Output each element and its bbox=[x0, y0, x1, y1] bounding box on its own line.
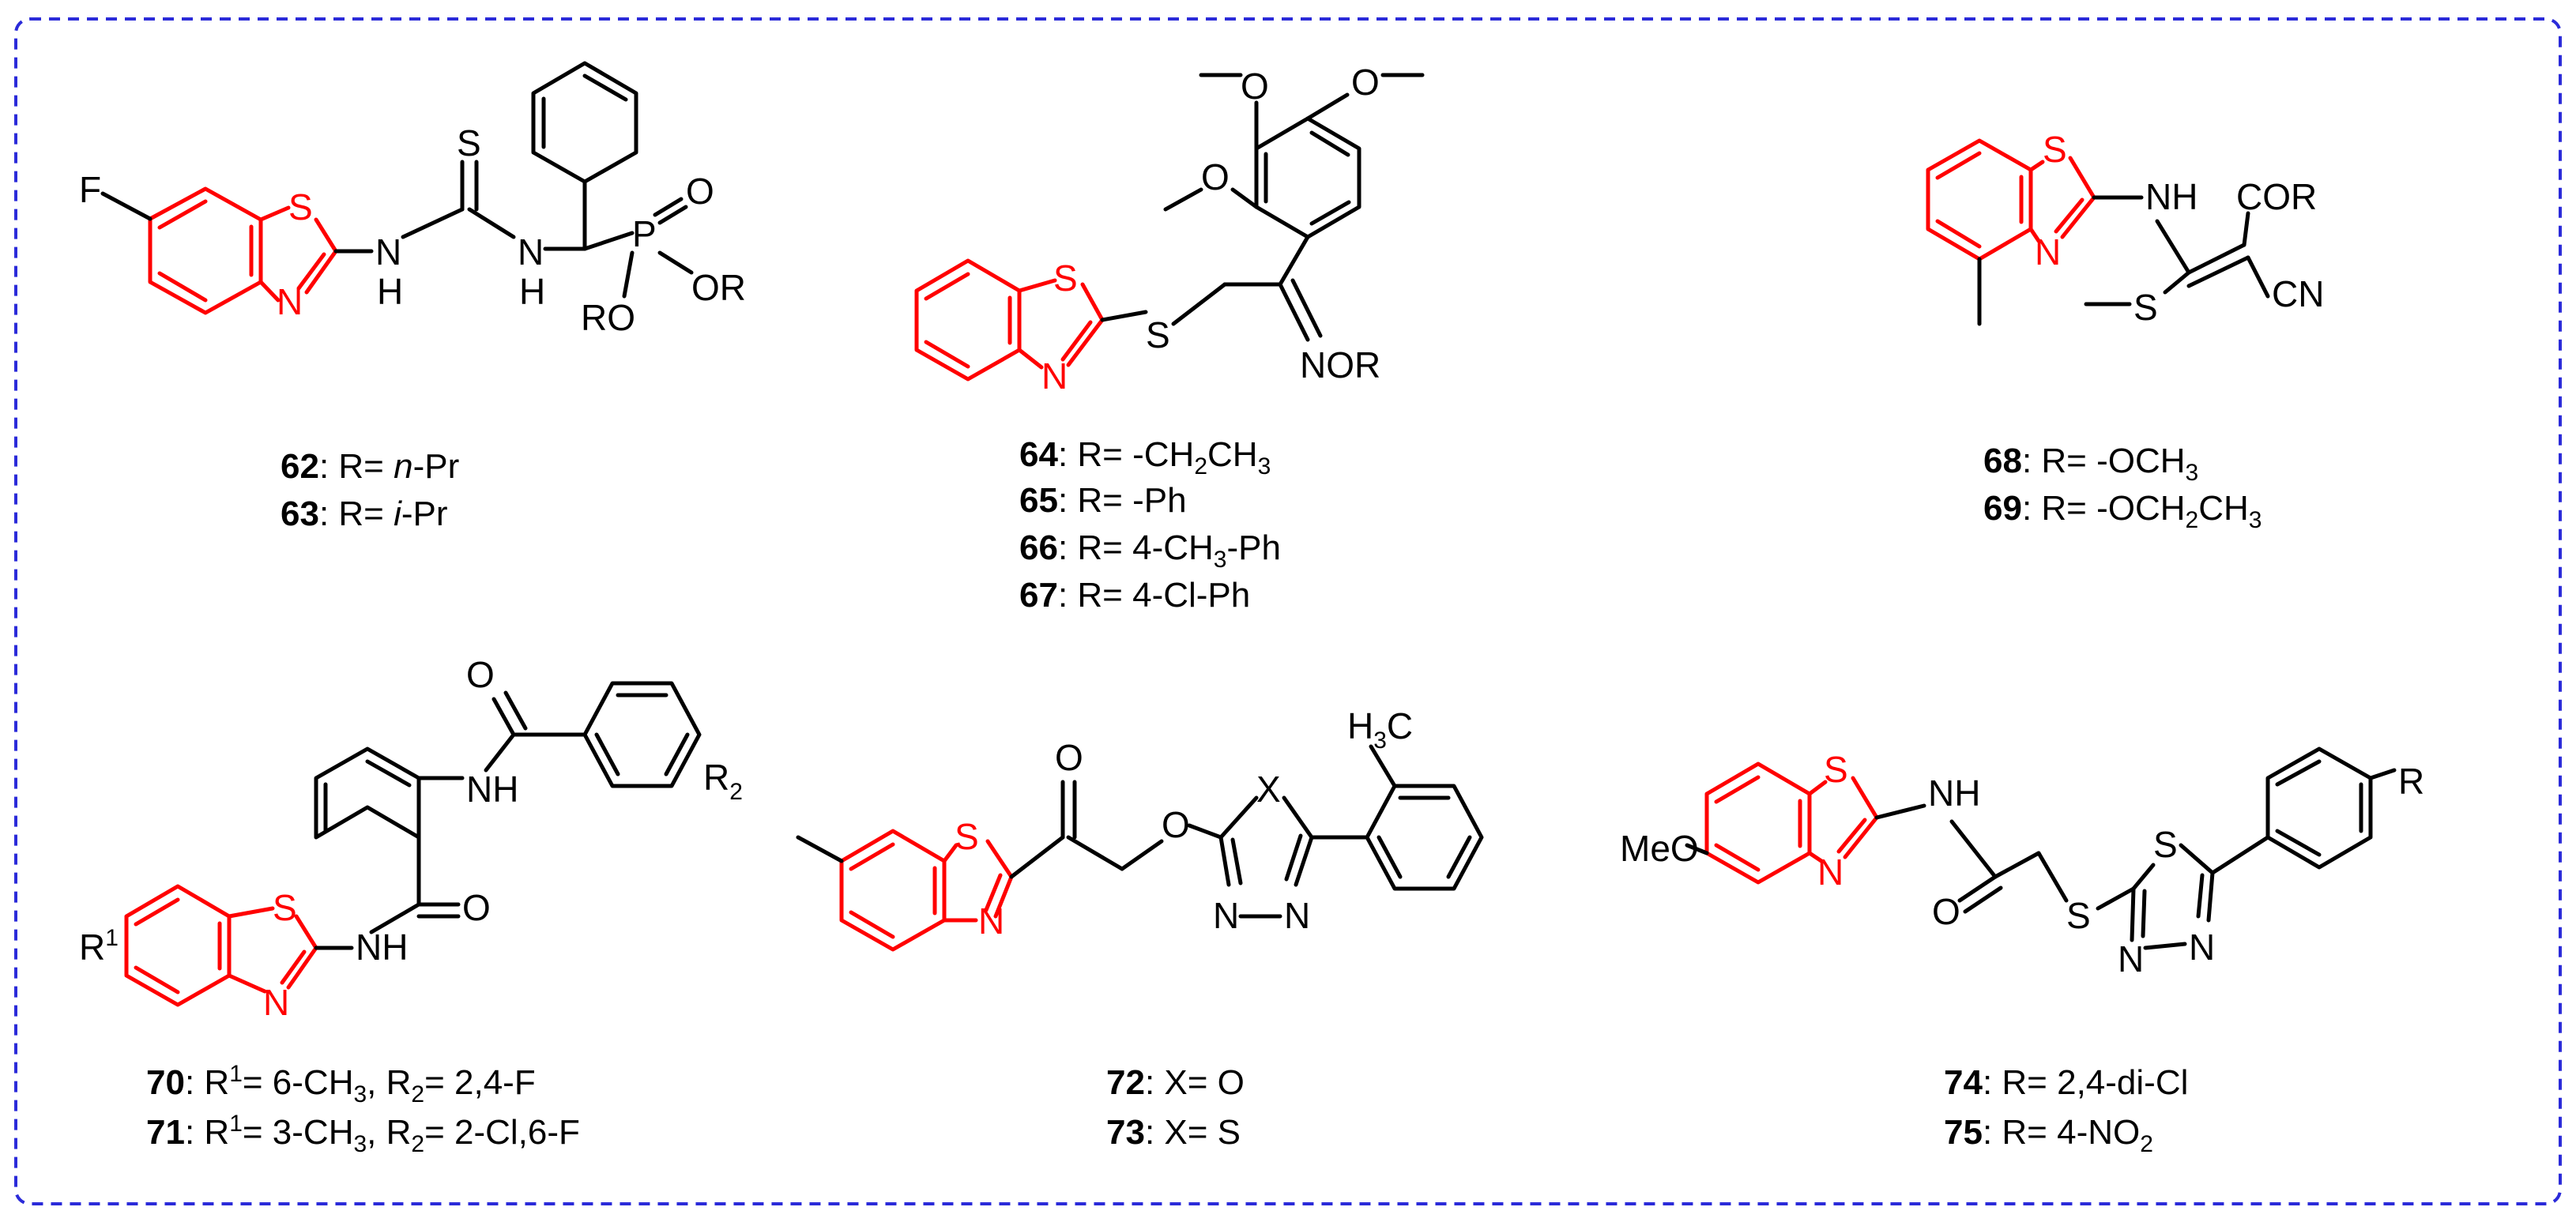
compound-70-71: S N R1 NH O NH O R2 70: R1= 6-CH3, R2= 2… bbox=[79, 654, 743, 1157]
compound-label-67: 67: R= 4-Cl-Ph bbox=[1019, 576, 1250, 615]
svg-text:S: S bbox=[1146, 314, 1170, 355]
benzothiazole-core bbox=[914, 258, 1105, 382]
benzothiazole-core bbox=[148, 186, 338, 315]
svg-text:S: S bbox=[288, 186, 313, 227]
svg-text:O: O bbox=[1241, 66, 1269, 107]
compound-label-68: 68: R= -OCH3 bbox=[1983, 442, 2198, 486]
svg-text:CN: CN bbox=[2272, 273, 2324, 314]
svg-text:N: N bbox=[1041, 355, 1068, 397]
svg-text:N: N bbox=[978, 901, 1004, 942]
compound-label-64: 64: R= -CH2CH3 bbox=[1019, 435, 1271, 479]
compound-74-75: S N MeO NH O S S N N R 74: R= 2,4-di-Cl … bbox=[1620, 746, 2424, 1157]
svg-text:N: N bbox=[277, 281, 303, 322]
compound-label-65: 65: R= -Ph bbox=[1019, 481, 1187, 520]
svg-text:H: H bbox=[377, 271, 403, 312]
svg-text:S: S bbox=[2066, 895, 2091, 936]
svg-text:NH: NH bbox=[1928, 773, 1980, 814]
svg-text:N: N bbox=[1284, 895, 1310, 936]
svg-text:RO: RO bbox=[581, 297, 635, 338]
substituent-r: R bbox=[2398, 761, 2424, 802]
svg-text:S: S bbox=[955, 816, 979, 857]
compound-64-67: S N S NOR O O O 64: R= -CH2CH3 65: R= -P… bbox=[914, 62, 1425, 615]
svg-text:NH: NH bbox=[466, 769, 518, 810]
svg-text:O: O bbox=[1055, 737, 1083, 778]
compound-label-73: 73: X= S bbox=[1106, 1113, 1241, 1152]
svg-text:NH: NH bbox=[2145, 176, 2198, 217]
svg-text:H: H bbox=[519, 271, 545, 312]
svg-text:S: S bbox=[457, 122, 481, 164]
svg-text:S: S bbox=[2043, 129, 2067, 170]
svg-text:N: N bbox=[2118, 938, 2144, 979]
svg-text:N: N bbox=[1213, 895, 1239, 936]
compound-label-66: 66: R= 4-CH3-Ph bbox=[1019, 528, 1281, 573]
benzothiazole-core bbox=[124, 884, 318, 1007]
svg-text:O: O bbox=[466, 654, 495, 695]
svg-text:S: S bbox=[1053, 258, 1078, 299]
svg-text:N: N bbox=[2189, 927, 2215, 968]
svg-text:O: O bbox=[1162, 804, 1190, 845]
compound-label-70: 70: R1= 6-CH3, R2= 2,4-F bbox=[146, 1061, 536, 1107]
benzothiazole-core bbox=[1926, 138, 2096, 261]
compound-label-75: 75: R= 4-NO2 bbox=[1944, 1113, 2153, 1157]
svg-text:S: S bbox=[273, 887, 297, 928]
svg-text:R2: R2 bbox=[703, 757, 743, 805]
svg-text:S: S bbox=[1824, 749, 1848, 790]
compound-label-71: 71: R1= 3-CH3, R2= 2-Cl,6-F bbox=[146, 1111, 580, 1157]
svg-text:H3C: H3C bbox=[1347, 705, 1413, 754]
svg-text:O: O bbox=[462, 887, 491, 928]
svg-text:R1: R1 bbox=[79, 925, 119, 968]
svg-text:OR: OR bbox=[691, 267, 746, 308]
benzothiazole-core bbox=[839, 829, 1014, 952]
svg-text:MeO: MeO bbox=[1620, 828, 1699, 869]
fluoro-atom: F bbox=[79, 169, 101, 210]
svg-text:NH: NH bbox=[356, 927, 408, 968]
compound-62-63: F S N N H S N H P O RO OR 62: R= n-Pr 63… bbox=[79, 61, 746, 533]
svg-text:N: N bbox=[1817, 852, 1843, 893]
svg-text:O: O bbox=[686, 171, 714, 212]
svg-text:N: N bbox=[375, 231, 401, 273]
compound-72-73: S N O O X N N H3C 72: X= O 73: X= S bbox=[796, 705, 1484, 1152]
svg-text:X: X bbox=[1256, 769, 1281, 810]
svg-text:O: O bbox=[1201, 156, 1230, 197]
compound-label-62: 62: R= n-Pr bbox=[281, 447, 459, 486]
compound-label-69: 69: R= -OCH2CH3 bbox=[1983, 489, 2262, 533]
svg-text:O: O bbox=[1932, 891, 1960, 932]
svg-text:N: N bbox=[518, 231, 544, 273]
benzothiazole-core bbox=[1704, 761, 1879, 885]
svg-text:S: S bbox=[2153, 824, 2178, 865]
svg-text:N: N bbox=[263, 982, 289, 1023]
compound-label-72: 72: X= O bbox=[1106, 1063, 1245, 1102]
compound-label-63: 63: R= i-Pr bbox=[281, 494, 448, 533]
svg-text:COR: COR bbox=[2236, 176, 2317, 217]
svg-text:NOR: NOR bbox=[1300, 344, 1380, 385]
svg-text:O: O bbox=[1351, 62, 1380, 103]
compound-68-69: S N NH COR CN S 68: R= -OCH3 69: R= -OCH… bbox=[1926, 129, 2324, 533]
dashed-frame bbox=[14, 17, 2562, 1205]
svg-text:P: P bbox=[632, 213, 657, 254]
svg-text:N: N bbox=[2035, 231, 2061, 273]
compound-label-74: 74: R= 2,4-di-Cl bbox=[1944, 1063, 2188, 1102]
svg-text:S: S bbox=[2133, 287, 2158, 328]
